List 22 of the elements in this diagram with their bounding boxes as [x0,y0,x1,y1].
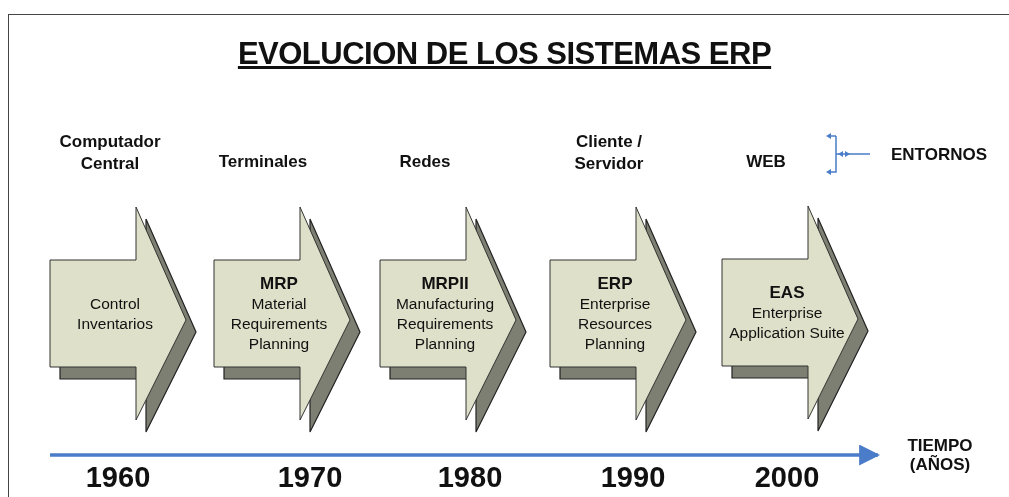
environment-heading: ENTORNOS [891,146,987,165]
environment-label: Cliente / Servidor [573,131,645,175]
acronym: MRPII [421,273,469,294]
axis-label: TIEMPO (AÑOS) [906,437,974,475]
environment-label: Redes [398,151,452,173]
year-label: 1970 [277,462,343,494]
acronym: ERP [597,273,633,294]
environment-label: Terminales [217,151,309,173]
acronym: EAS [769,282,805,303]
acronym: MRP [260,273,298,294]
year-label: 1980 [437,462,503,494]
year-label: 1960 [85,462,151,494]
environment-label: WEB [745,151,787,173]
environment-label: Computador Central [58,131,162,175]
system-name: Material Requirements Planning [229,294,329,354]
year-label: 1990 [600,462,666,494]
system-name: Manufacturing Requirements Planning [394,294,496,354]
system-name: Enterprise Resources Planning [576,294,654,354]
system-name: Enterprise Application Suite [728,303,846,343]
system-name: Control Inventarios [76,293,154,334]
year-label: 2000 [754,462,820,494]
title: EVOLUCION DE LOS SISTEMAS ERP [237,36,772,71]
